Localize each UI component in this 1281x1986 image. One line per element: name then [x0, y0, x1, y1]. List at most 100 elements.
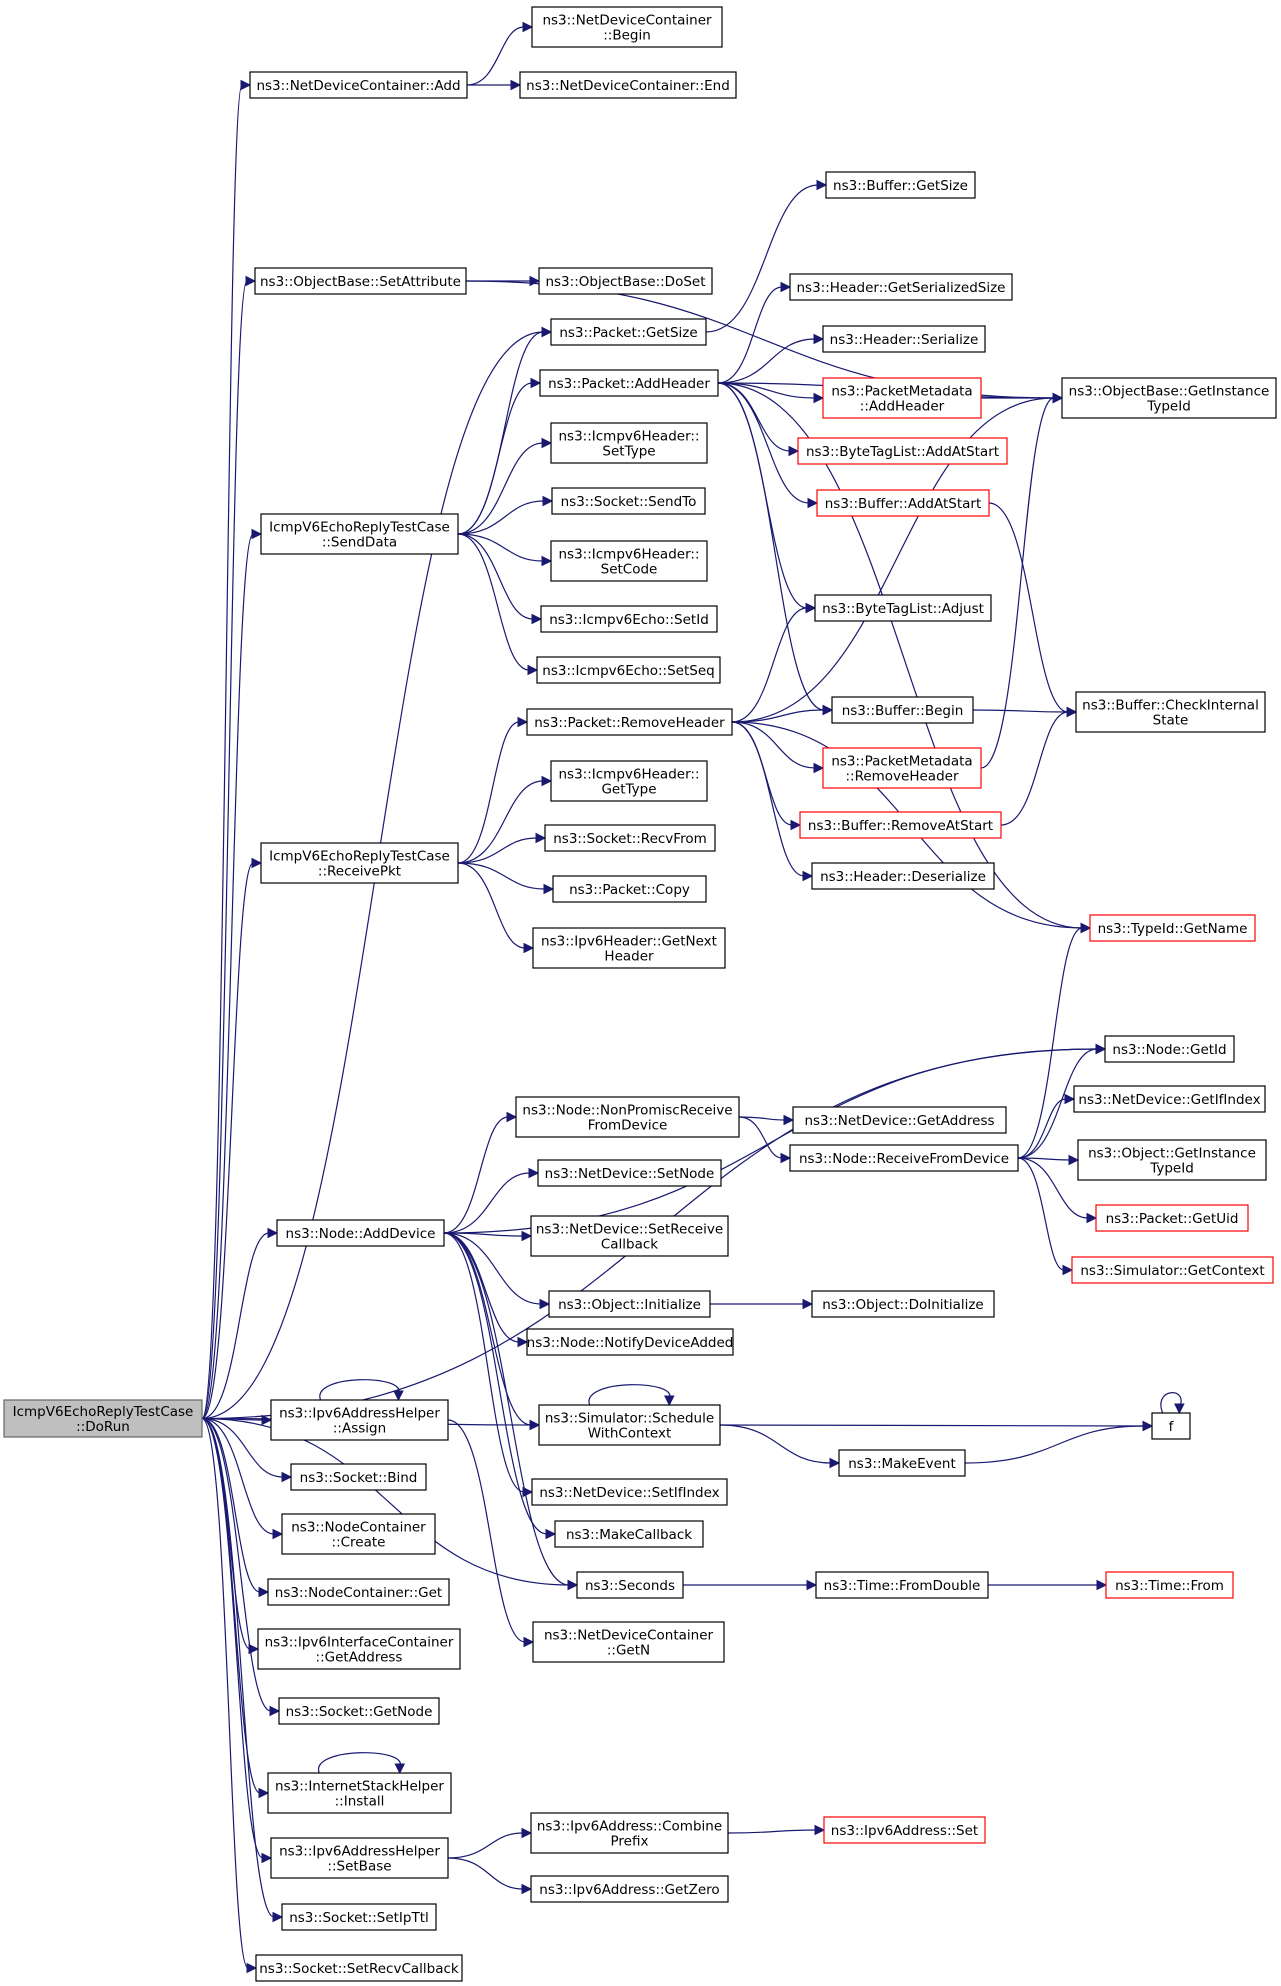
- node-time-from-double[interactable]: ns3::Time::FromDouble: [815, 1571, 989, 1599]
- node-label: ns3::Buffer::AddAtStart: [825, 496, 982, 512]
- node-label: ns3::Buffer::GetSize: [833, 178, 968, 194]
- node-node-container-get[interactable]: ns3::NodeContainer::Get: [267, 1578, 450, 1606]
- node-ipv6-address-helper-set-base[interactable]: ns3::Ipv6AddressHelper::SetBase: [270, 1837, 449, 1879]
- node-net-device-container-add[interactable]: ns3::NetDeviceContainer::Add: [249, 71, 468, 99]
- node-buffer-get-size[interactable]: ns3::Buffer::GetSize: [825, 171, 976, 199]
- node-packet-copy[interactable]: ns3::Packet::Copy: [552, 875, 707, 903]
- edge-pkt_addheader-to-hdr_getser: [717, 281, 792, 384]
- node-label: ns3::Node::ReceiveFromDevice: [799, 1151, 1009, 1167]
- node-ipv6-address-get-zero[interactable]: ns3::Ipv6Address::GetZero: [530, 1875, 729, 1903]
- node-time-from[interactable]: ns3::Time::From: [1105, 1571, 1234, 1599]
- node-node-receive-from-device[interactable]: ns3::Node::ReceiveFromDevice: [789, 1144, 1019, 1172]
- node-label: ns3::Object::GetInstance: [1088, 1146, 1256, 1162]
- node-buffer-add-at-start[interactable]: ns3::Buffer::AddAtStart: [816, 489, 990, 517]
- node-make-callback[interactable]: ns3::MakeCallback: [554, 1520, 704, 1548]
- node-packet-metadata-remove-header[interactable]: ns3::PacketMetadata::RemoveHeader: [822, 747, 982, 789]
- node-header-get-serialized-size[interactable]: ns3::Header::GetSerializedSize: [789, 273, 1013, 301]
- node-node-notify-device-added[interactable]: ns3::Node::NotifyDeviceAdded: [526, 1328, 734, 1356]
- node-byte-tag-list-add-at-start[interactable]: ns3::ByteTagList::AddAtStart: [797, 437, 1008, 465]
- node-icmpv6-echo-set-seq[interactable]: ns3::Icmpv6Echo::SetSeq: [536, 656, 721, 684]
- node-icmpv6-echo-set-id[interactable]: ns3::Icmpv6Echo::SetId: [540, 605, 718, 633]
- node-socket-get-node[interactable]: ns3::Socket::GetNode: [278, 1697, 440, 1725]
- node-net-device-set-node[interactable]: ns3::NetDevice::SetNode: [537, 1159, 722, 1187]
- node-label: ns3::Node::NonPromiscReceive: [522, 1103, 732, 1119]
- node-net-device-get-address[interactable]: ns3::NetDevice::GetAddress: [792, 1106, 1007, 1134]
- node-socket-recv-from[interactable]: ns3::Socket::RecvFrom: [544, 824, 716, 852]
- edge-node_recvfromdev-to-sim_getcontext: [1017, 1157, 1074, 1276]
- node-net-device-container-get-n[interactable]: ns3::NetDeviceContainer::GetN: [532, 1621, 725, 1663]
- node-socket-bind[interactable]: ns3::Socket::Bind: [290, 1463, 427, 1491]
- node-packet-get-size[interactable]: ns3::Packet::GetSize: [550, 318, 707, 346]
- node-icmpv6-header-set-type[interactable]: ns3::Icmpv6Header::SetType: [550, 422, 708, 464]
- node-socket-send-to[interactable]: ns3::Socket::SendTo: [551, 487, 706, 515]
- node-icmp-v6-echo-reply-test-case-do-run[interactable]: IcmpV6EchoReplyTestCase::DoRun: [3, 1399, 203, 1438]
- node-internet-stack-helper-install[interactable]: ns3::InternetStackHelper::Install: [267, 1772, 452, 1814]
- node-header-serialize[interactable]: ns3::Header::Serialize: [822, 325, 986, 353]
- node-label: ns3::NodeContainer: [291, 1520, 426, 1536]
- node-ipv6-address-helper-assign[interactable]: ns3::Ipv6AddressHelper::Assign: [270, 1399, 449, 1441]
- node-seconds[interactable]: ns3::Seconds: [576, 1571, 684, 1599]
- edge-node_adddevice-to-obj_initialize: [443, 1232, 551, 1310]
- node-socket-set-ip-ttl[interactable]: ns3::Socket::SetIpTtl: [281, 1903, 437, 1931]
- edge-pkt_addheader-to-buf_addstart: [717, 382, 819, 509]
- node-byte-tag-list-adjust[interactable]: ns3::ByteTagList::Adjust: [814, 594, 992, 622]
- node-f[interactable]: f: [1151, 1412, 1191, 1440]
- node-packet-metadata-add-header[interactable]: ns3::PacketMetadata::AddHeader: [822, 377, 982, 419]
- node-label: ns3::Packet::GetSize: [559, 325, 697, 341]
- node-packet-add-header[interactable]: ns3::Packet::AddHeader: [539, 369, 719, 397]
- node-ipv6-address-set[interactable]: ns3::Ipv6Address::Set: [823, 1816, 986, 1844]
- node-node-container-create[interactable]: ns3::NodeContainer::Create: [281, 1513, 436, 1555]
- node-node-add-device[interactable]: ns3::Node::AddDevice: [276, 1219, 445, 1247]
- node-node-get-id[interactable]: ns3::Node::GetId: [1104, 1035, 1235, 1063]
- edge-root-to-nc_get: [201, 1417, 270, 1598]
- node-label: ns3::Time::From: [1115, 1578, 1224, 1594]
- edge-pkt_removeheader-to-pm_removeheader: [731, 721, 825, 774]
- node-net-device-get-if-index[interactable]: ns3::NetDevice::GetIfIndex: [1073, 1085, 1266, 1113]
- edge-ipv6ah_assign-to-ipv6ah_assign: [319, 1379, 404, 1402]
- node-header-deserialize[interactable]: ns3::Header::Deserialize: [811, 862, 995, 890]
- node-type-id-get-name[interactable]: ns3::TypeId::GetName: [1089, 914, 1256, 942]
- edge-buf_addstart-to-buf_checkint: [988, 502, 1078, 718]
- node-label: ns3::Socket::SetIpTtl: [289, 1910, 429, 1926]
- node-object-base-set-attribute[interactable]: ns3::ObjectBase::SetAttribute: [254, 267, 467, 295]
- node-object-do-initialize[interactable]: ns3::Object::DoInitialize: [811, 1290, 995, 1318]
- node-icmpv6-header-set-code[interactable]: ns3::Icmpv6Header::SetCode: [550, 540, 708, 582]
- edge-node_recvfromdev-to-pkt_getuid: [1017, 1157, 1098, 1224]
- node-buffer-begin[interactable]: ns3::Buffer::Begin: [831, 696, 974, 724]
- node-label: ns3::Ipv6Header::GetNext: [541, 934, 717, 950]
- edge-root-to-ish_install: [201, 1417, 270, 1799]
- node-icmp-v6-echo-reply-test-case-send-data[interactable]: IcmpV6EchoReplyTestCase::SendData: [260, 513, 459, 555]
- node-packet-remove-header[interactable]: ns3::Packet::RemoveHeader: [526, 708, 733, 736]
- node-net-device-container-end[interactable]: ns3::NetDeviceContainer::End: [519, 71, 737, 99]
- edge-receivepkt-to-pkt_removeheader: [457, 716, 529, 864]
- node-socket-set-recv-callback[interactable]: ns3::Socket::SetRecvCallback: [255, 1954, 463, 1982]
- node-label: ns3::NetDeviceContainer: [544, 1628, 714, 1644]
- node-make-event[interactable]: ns3::MakeEvent: [838, 1449, 966, 1477]
- node-net-device-set-if-index[interactable]: ns3::NetDevice::SetIfIndex: [531, 1478, 728, 1506]
- node-buffer-remove-at-start[interactable]: ns3::Buffer::RemoveAtStart: [799, 811, 1002, 839]
- node-icmpv6-header-get-type[interactable]: ns3::Icmpv6Header::GetType: [550, 760, 708, 802]
- node-simulator-get-context[interactable]: ns3::Simulator::GetContext: [1071, 1256, 1274, 1284]
- edge-pkt_getsize-to-buf_getsize: [705, 179, 828, 333]
- node-label: TypeId: [1146, 399, 1191, 415]
- node-object-initialize[interactable]: ns3::Object::Initialize: [548, 1290, 711, 1318]
- node-label: ns3::Packet::RemoveHeader: [534, 715, 725, 731]
- node-packet-get-uid[interactable]: ns3::Packet::GetUid: [1095, 1204, 1249, 1232]
- node-net-device-container-begin[interactable]: ns3::NetDeviceContainer::Begin: [531, 6, 723, 48]
- edge-root-to-node_adddevice: [201, 1227, 279, 1420]
- edge-f-to-f: [1160, 1392, 1185, 1415]
- node-label: ns3::Object::DoInitialize: [822, 1297, 984, 1313]
- node-ipv6-interface-container-get-address[interactable]: ns3::Ipv6InterfaceContainer::GetAddress: [257, 1628, 461, 1670]
- edge-pkt_addheader-to-tid_getname: [717, 382, 1092, 934]
- node-icmp-v6-echo-reply-test-case-receive-pkt[interactable]: IcmpV6EchoReplyTestCase::ReceivePkt: [260, 842, 459, 884]
- node-object-base-do-set[interactable]: ns3::ObjectBase::DoSet: [538, 267, 713, 295]
- edge-seconds-to-time_fromdouble: [683, 1579, 818, 1591]
